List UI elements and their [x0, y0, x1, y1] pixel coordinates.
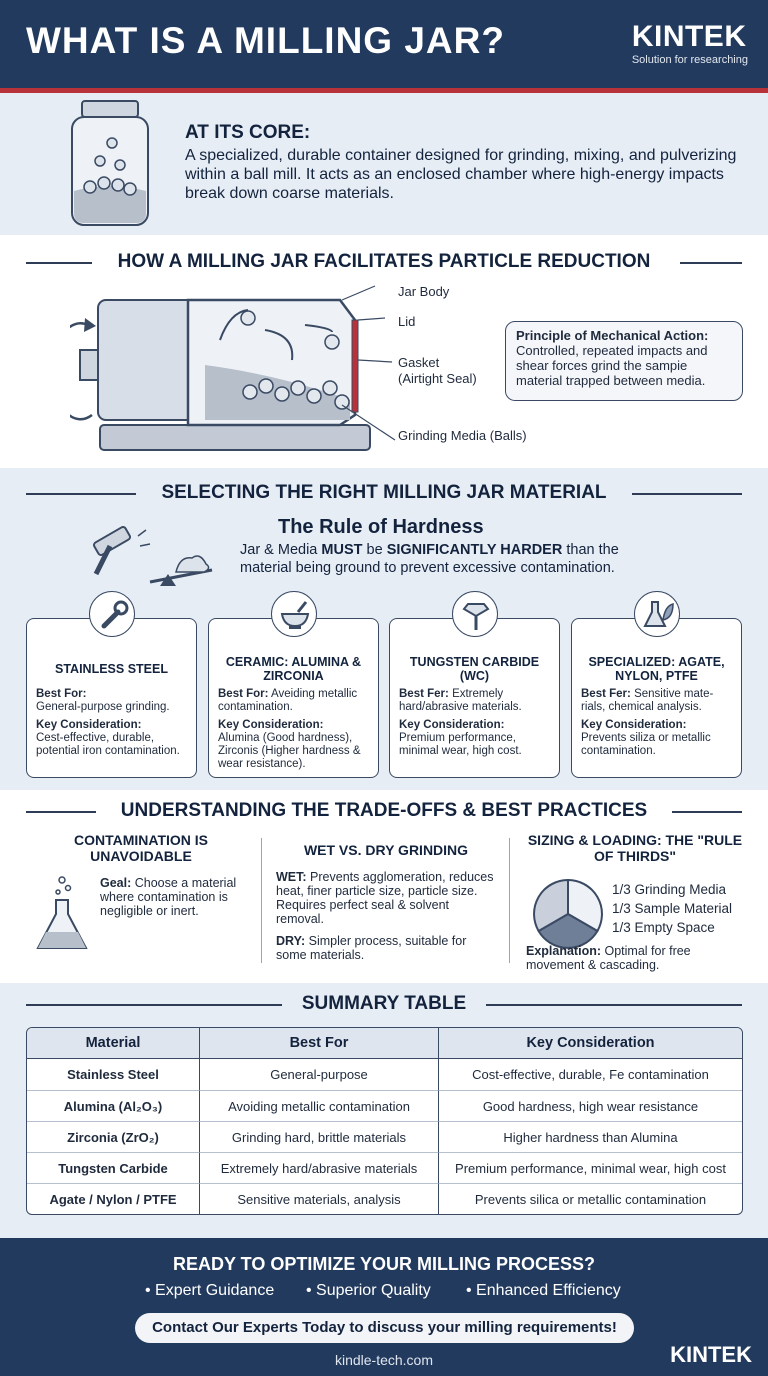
how-heading: HOW A MILLING JAR FACILITATES PARTICLE R… [117, 251, 651, 272]
wet-dry-title: WET VS. DRY GRINDING [303, 842, 469, 858]
contamination-title: CONTAMINATION IS UNAVOIDABLE [73, 832, 209, 864]
summary-table: Material Best For Key Consideration Stai… [26, 1027, 743, 1215]
summary-section: SUMMARY TABLE Material Best For Key Cons… [0, 983, 768, 1238]
flask-leaf-icon [633, 591, 680, 637]
footer-brand-logo[interactable]: KINTEK [670, 1342, 752, 1367]
footer-cta: READY TO OPTIMIZE YOUR MILLING PROCESS? … [0, 1238, 768, 1376]
rule-of-thirds-pie [533, 878, 603, 949]
contamination-text: Geal: Choose a material where contaminat… [100, 876, 237, 918]
card-title: STAINLESS STEEL [55, 662, 168, 676]
card-title: CERAMIC: ALUMINA & ZIRCONIA [225, 655, 362, 683]
cta-heading: READY TO OPTIMIZE YOUR MILLING PROCESS? [172, 1254, 596, 1274]
core-heading: AT ITS CORE: [185, 122, 311, 143]
jar-illustration-icon [71, 100, 149, 226]
wet-dry-column: WET VS. DRY GRINDING WET: Prevents agglo… [276, 832, 496, 972]
label-gasket-note: (Airtight Seal) [398, 371, 477, 386]
summary-heading: SUMMARY TABLE [301, 993, 467, 1014]
trade-heading: UNDERSTANDING THE TRADE-OFFS & BEST PRAC… [120, 800, 648, 821]
table-header-row: Material Best For Key Consideration [27, 1028, 742, 1059]
hammer-scale-icon [93, 526, 213, 586]
flask-icon [36, 876, 88, 949]
label-lid: Lid [398, 314, 416, 329]
accent-divider [0, 88, 768, 93]
material-card-tungsten-carbide: TUNGSTEN CARBIDE (WC) Best Fer: Extremel… [389, 591, 560, 778]
diamond-drill-icon [451, 591, 498, 637]
wrench-icon [88, 591, 135, 637]
card-title: TUNGSTEN CARBIDE (WC) [409, 655, 540, 683]
contact-experts-button[interactable]: Contact Our Experts Today to discuss you… [135, 1313, 634, 1343]
rule-of-hardness-title: The Rule of Hardness [278, 516, 484, 538]
ball-mill-diagram-icon [70, 285, 396, 451]
brand-tagline: Solution for researching [631, 54, 748, 66]
core-section: AT ITS CORE: A specialized, durable cont… [0, 93, 768, 235]
principle-callout: Principle of Mechanical Action: Controll… [505, 321, 743, 401]
material-selection-section: SELECTING THE RIGHT MILLING JAR MATERIAL… [0, 468, 768, 790]
mortar-pestle-icon [270, 591, 317, 637]
select-heading-row: SELECTING THE RIGHT MILLING JAR MATERIAL [0, 482, 768, 504]
column-header: Material [27, 1028, 199, 1059]
how-heading-row: HOW A MILLING JAR FACILITATES PARTICLE R… [0, 251, 768, 273]
column-header: Key Consideration [438, 1028, 742, 1059]
label-grinding-media: Grinding Media (Balls) [398, 428, 527, 443]
brand-name: KINTEK [631, 20, 747, 53]
summary-heading-row: SUMMARY TABLE [0, 993, 768, 1015]
material-card-stainless-steel: STAINLESS STEEL Best For:General-purpose… [26, 591, 197, 778]
label-gasket: Gasket [398, 355, 440, 370]
header-banner: WHAT IS A MILLING JAR? KINTEK Solution f… [0, 0, 768, 88]
contamination-column: CONTAMINATION IS UNAVOIDABLE Geal: Choos… [26, 832, 256, 972]
website-link[interactable]: kindle-tech.com [334, 1352, 434, 1368]
principle-text: Controlled, repeated impacts and shear f… [516, 343, 708, 388]
page-title: WHAT IS A MILLING JAR? [26, 20, 505, 61]
sizing-column: SIZING & LOADING: THE "RULE OF THIRDS" 1… [522, 832, 748, 972]
card-title: SPECIALIZED: AGATE, NYLON, PTFE [588, 655, 725, 683]
material-card-specialized: SPECIALIZED: AGATE, NYLON, PTFE Best Fer… [571, 591, 742, 778]
sizing-title: SIZING & LOADING: THE "RULE OF THIRDS" [527, 832, 743, 864]
dry-text: DRY: Simpler process, suitable for some … [276, 934, 467, 962]
column-header: Best For [199, 1028, 438, 1059]
how-section: HOW A MILLING JAR FACILITATES PARTICLE R… [0, 235, 768, 468]
core-text: A specialized, durable container designe… [185, 147, 737, 202]
bullet-expert-guidance: • Expert Guidance [145, 1282, 275, 1299]
sizing-explanation: Explanation: Optimal for free movement &… [526, 944, 691, 972]
brand-logo[interactable]: KINTEK Solution for researching [631, 20, 748, 67]
bullet-enhanced-efficiency: • Enhanced Efficiency [466, 1282, 621, 1299]
rule-of-hardness-text: Jar & Media MUST be SIGNIFICANTLY HARDER… [240, 542, 619, 576]
thirds-list: 1/3 Grinding Media 1/3 Sample Material 1… [612, 882, 733, 935]
material-card-ceramic: CERAMIC: ALUMINA & ZIRCONIA Best For: Av… [208, 591, 379, 778]
label-jar-body: Jar Body [398, 284, 450, 299]
table-row: Alumina (Al₂O₃)Avoiding metallic contami… [27, 1090, 742, 1121]
trade-heading-row: UNDERSTANDING THE TRADE-OFFS & BEST PRAC… [0, 800, 768, 822]
table-row: Zirconia (ZrO₂)Grinding hard, brittle ma… [27, 1121, 742, 1152]
bullet-superior-quality: • Superior Quality [306, 1282, 431, 1299]
wet-text: WET: Prevents agglomeration, reduces hea… [276, 870, 494, 926]
principle-title: Principle of Mechanical Action: [516, 328, 709, 343]
tradeoffs-section: UNDERSTANDING THE TRADE-OFFS & BEST PRAC… [0, 790, 768, 983]
select-heading: SELECTING THE RIGHT MILLING JAR MATERIAL [161, 482, 607, 503]
